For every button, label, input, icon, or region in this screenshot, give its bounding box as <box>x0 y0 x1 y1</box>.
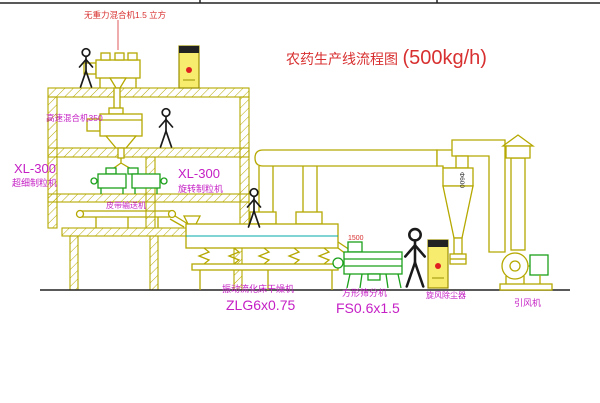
label-dryer-model: ZLG6x0.75 <box>226 297 295 313</box>
vibration-spring <box>197 247 211 265</box>
title-capacity: (500kg/h) <box>402 47 487 69</box>
sieve-motor <box>332 257 344 269</box>
indicator-lamp <box>186 67 192 73</box>
title-name: 农药生产线流程图 <box>286 51 398 67</box>
fan-motor <box>529 254 549 276</box>
label-fan: 引风机 <box>514 297 541 308</box>
exhaust-stack <box>501 134 535 251</box>
control-cabinet-upper <box>178 45 200 89</box>
label-sieve-dimension: 1500 <box>348 235 364 242</box>
exhaust-duct <box>254 149 460 212</box>
label-granulator-right-model: XL-300 <box>178 166 220 181</box>
high-speed-mixer <box>86 107 143 171</box>
cyclone-outlet-duct <box>451 139 506 253</box>
granulator-right <box>127 167 168 194</box>
label-belt-conveyor: 皮带输送机 <box>106 200 146 210</box>
label-cyclone: 旋风除尘器 <box>426 290 466 300</box>
granulator-left <box>90 167 127 194</box>
label-dryer-name: 振动流化床干燥机 <box>222 283 294 294</box>
label-granulator-right-name: 旋转制粒机 <box>178 183 223 194</box>
induced-draft-fan <box>499 252 553 291</box>
person-figure <box>403 227 427 288</box>
label-cyclone-size: Φ600 <box>458 172 465 188</box>
cyclone-separator <box>442 139 506 265</box>
fluid-bed-dryer <box>182 211 351 290</box>
rain-cap <box>501 134 535 147</box>
drawing-title: 农药生产线流程图 (500kg/h) <box>286 47 487 69</box>
gravity-free-mixer <box>83 52 141 117</box>
control-cabinet-lower <box>427 239 449 289</box>
label-gravity-mixer: 无重力混合机1.5 立方 <box>84 10 166 20</box>
label-granulator-left-model: XL-300 <box>14 161 56 176</box>
label-granulator-left-name: 超细制粒机 <box>12 177 57 188</box>
person-figure <box>158 107 174 148</box>
label-high-speed-mixer: 高速混合机350 <box>46 113 103 123</box>
label-sieve-name: 方形筛分机 <box>342 287 387 298</box>
belt-conveyor <box>75 209 189 228</box>
label-sieve-model: FS0.6x1.5 <box>336 300 400 316</box>
square-sieve <box>332 241 403 289</box>
indicator-lamp <box>435 263 441 269</box>
